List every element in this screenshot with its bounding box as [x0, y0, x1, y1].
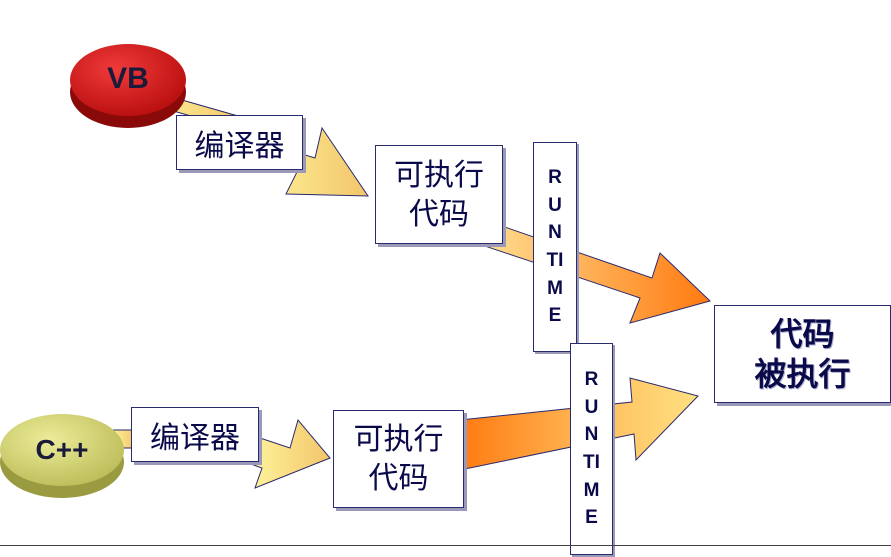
- cpp-compiler-label: 编译器: [150, 420, 240, 456]
- vb-disk: [70, 44, 186, 128]
- cpp-runtime-label: RUNTIME: [583, 369, 600, 529]
- cpp-disk-label: C++: [35, 434, 89, 465]
- arrow-vb-code-to-result: [457, 214, 711, 324]
- arrow-cpp-compiler-to-code: [244, 418, 331, 489]
- result-line-2: 被执行: [754, 355, 851, 393]
- vb-executable-code-box: 可执行 代码: [375, 145, 503, 244]
- vb-code-line-2: 代码: [409, 196, 469, 232]
- vb-code-line-1: 可执行: [394, 157, 484, 193]
- vb-disk-label: VB: [107, 62, 149, 95]
- vb-compiler-label: 编译器: [194, 128, 285, 164]
- cpp-disk: [0, 414, 124, 498]
- vb-runtime-label: RUNTIME: [546, 167, 564, 327]
- cpp-compiler-box: 编译器: [131, 407, 259, 462]
- vb-runtime-bar: RUNTIME: [533, 142, 577, 352]
- vb-compiler-box: 编译器: [176, 115, 303, 170]
- result-line-1: 代码: [770, 315, 835, 353]
- cpp-code-line-2: 代码: [368, 461, 429, 496]
- bottom-divider: [0, 545, 891, 546]
- cpp-code-line-1: 可执行: [353, 422, 444, 457]
- cpp-executable-code-box: 可执行 代码: [333, 410, 464, 508]
- cpp-runtime-bar: RUNTIME: [570, 343, 613, 555]
- executed-code-box: 代码 被执行: [714, 305, 891, 403]
